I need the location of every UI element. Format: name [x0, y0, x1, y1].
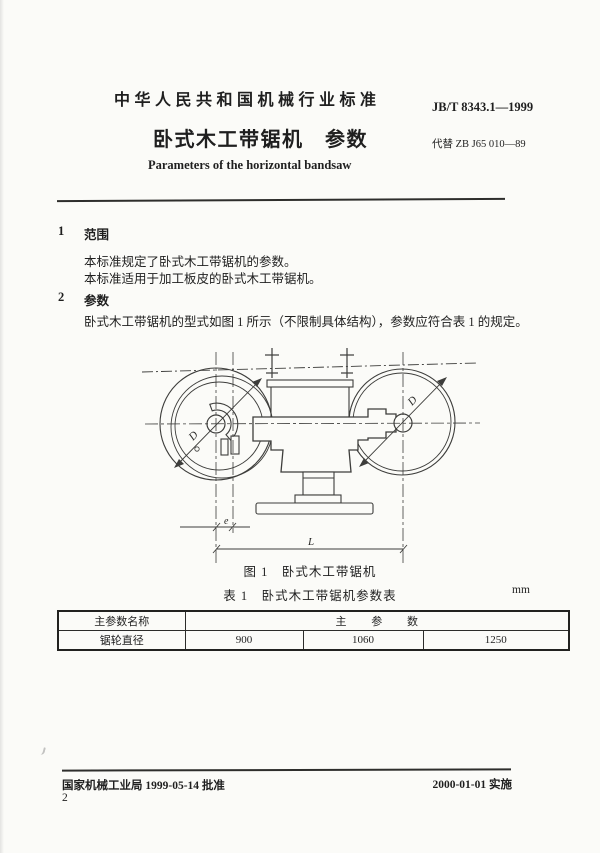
section-2-heading: 参数 [84, 294, 110, 308]
table-row: 锯轮直径 900 1060 1250 [57, 630, 570, 651]
row-value: 1250 [422, 630, 570, 651]
diameter-dimension-left [174, 378, 262, 468]
row-value: 900 [184, 630, 304, 651]
centerlines [144, 352, 481, 563]
section-1-paragraph: 本标准适用于加工板皮的卧式木工带锯机。 [84, 272, 322, 286]
table-unit: mm [512, 584, 530, 596]
blade-guide-left [265, 348, 279, 378]
replaces-note: 代替 ZB J65 010—89 [432, 139, 526, 150]
table-title: 表 1 卧式木工带锯机参数表 [223, 589, 397, 603]
approval-note: 国家机械工业局 1999-05-14 批准 [62, 780, 225, 792]
page-number: 2 [62, 792, 68, 804]
diameter-dimension-right [359, 377, 447, 467]
table-header-row: 主参数名称 主 参 数 [57, 610, 570, 631]
blade-centerline [141, 362, 479, 373]
table-header-name: 主参数名称 [57, 610, 186, 631]
blade-guard [266, 379, 354, 417]
scan-edge-shadow [0, 0, 4, 853]
header-divider [56, 197, 506, 203]
standard-org-title: 中华人民共和国机械行业标准 [114, 92, 381, 109]
parameters-table: 主参数名称 主 参 数 锯轮直径 900 1060 1250 [57, 610, 571, 651]
standard-code: JB/T 8343.1—1999 [432, 100, 534, 114]
label-e: e [224, 516, 229, 527]
length-dimension [212, 544, 408, 554]
section-1-number: 1 [58, 224, 65, 238]
label-d-right: D [405, 394, 420, 409]
machine-body [252, 408, 397, 473]
figure-caption: 图 1 卧式木工带锯机 [243, 565, 377, 579]
pedestal [255, 471, 374, 515]
right-saw-wheel [348, 368, 456, 476]
section-2-paragraph: 卧式木工带锯机的型式如图 1 所示（不限制具体结构），参数应符合表 1 的规定。 [84, 315, 528, 329]
row-value: 1060 [302, 630, 424, 651]
document-title-en: Parameters of the horizontal bandsaw [148, 158, 352, 172]
table-header-main-params: 主 参 数 [184, 610, 570, 631]
offset-dimension [180, 522, 250, 532]
implementation-note: 2000-01-01 实施 [432, 779, 512, 791]
left-saw-wheel [159, 367, 274, 481]
row-parameter-name: 锯轮直径 [57, 630, 186, 651]
scan-smudge [39, 746, 46, 756]
document-title: 卧式木工带锯机 参数 [153, 129, 368, 151]
label-l: L [307, 536, 314, 548]
right-hub [393, 413, 413, 433]
left-hub-assembly [209, 402, 240, 456]
footer-divider [61, 768, 512, 772]
blade-guide-right [340, 348, 354, 378]
left-hub [206, 414, 226, 434]
label-d-left: D [186, 429, 201, 444]
section-2-number: 2 [58, 290, 65, 304]
section-1-paragraph: 本标准规定了卧式木工带锯机的参数。 [84, 255, 297, 269]
section-1-heading: 范围 [84, 228, 110, 242]
